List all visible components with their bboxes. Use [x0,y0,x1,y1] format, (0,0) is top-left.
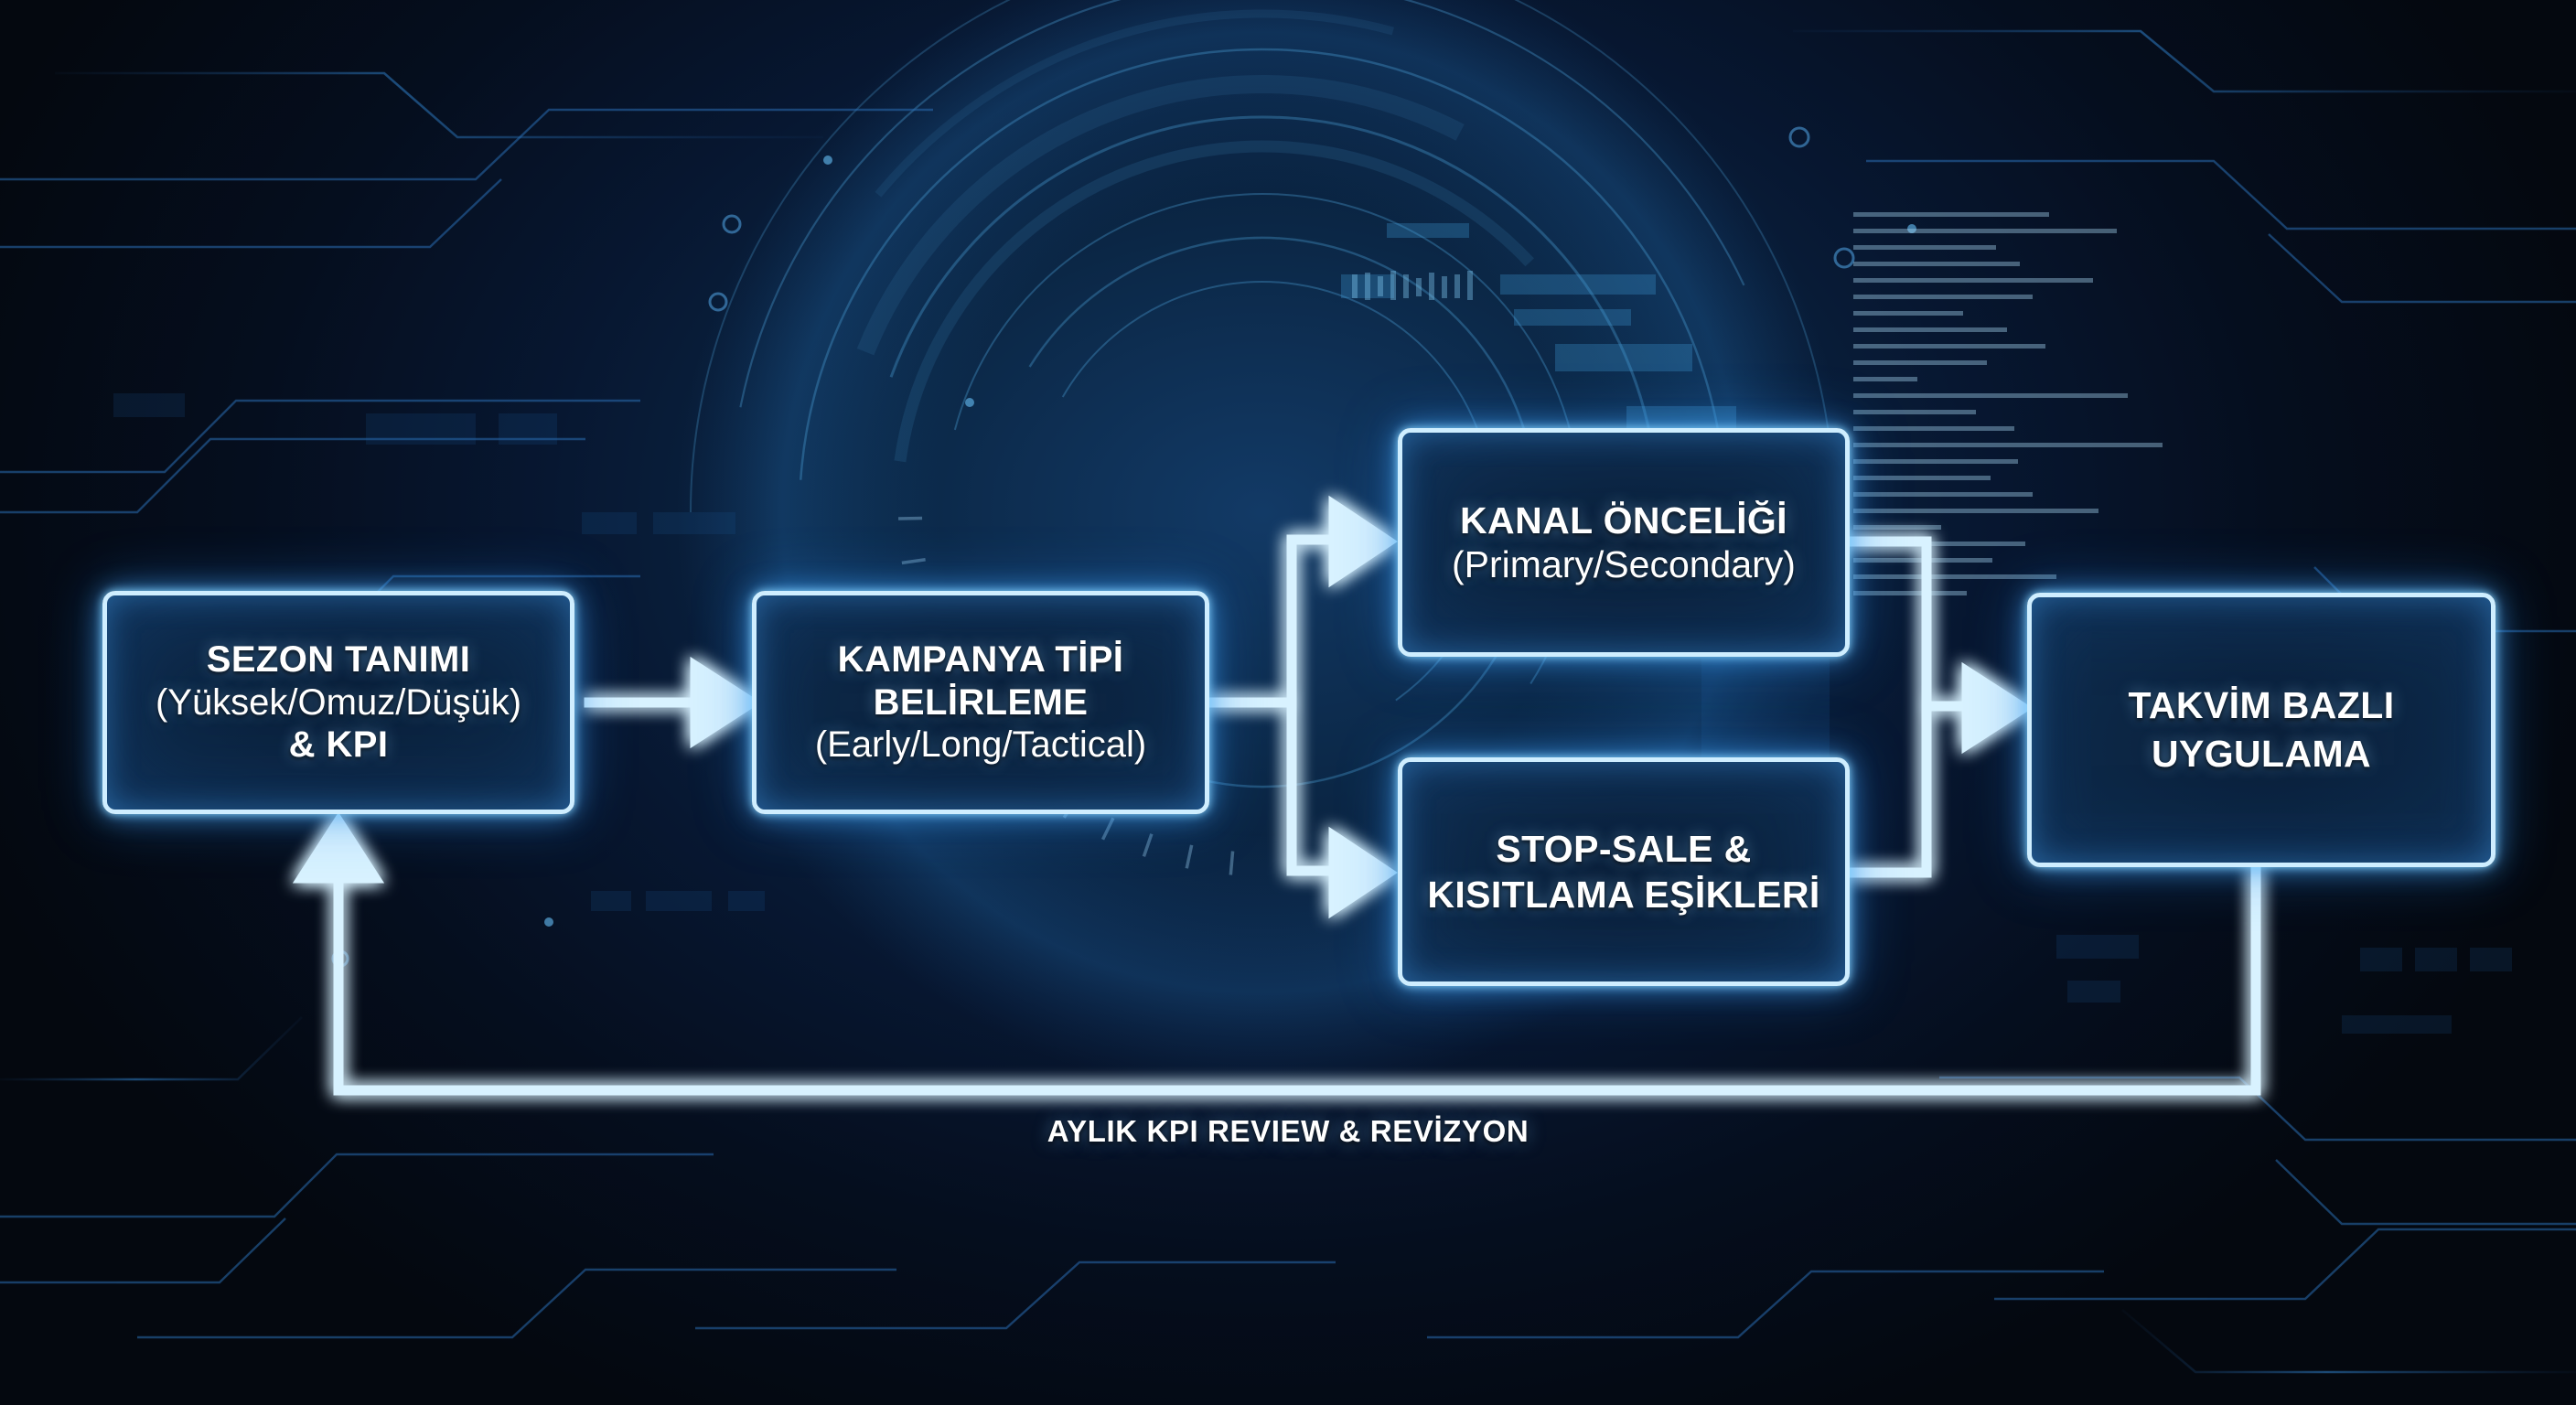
node-takvim-line-2: UYGULAMA [2151,733,2372,775]
feedback-loop-caption: AYLIK KPI REVIEW & REVİZYON [1046,1114,1530,1148]
node-kampanya-tipi-belirleme[interactable]: KAMPANYA TİPİ BELİRLEME (Early/Long/Tact… [752,591,1209,814]
node-kampanya-line-2: BELİRLEME [873,681,1089,723]
node-stopsale-line-2: KISITLAMA EŞİKLERİ [1427,874,1820,916]
node-takvim-bazli-uygulama[interactable]: TAKVİM BAZLI UYGULAMA [2027,593,2496,867]
node-kanal-line-2: (Primary/Secondary) [1452,543,1796,585]
node-sezon-tanimi[interactable]: SEZON TANIMI (Yüksek/Omuz/Düşük) & KPI [102,591,574,814]
node-stopsale-line-1: STOP-SALE & [1496,827,1752,870]
node-kanal-line-1: KANAL ÖNCELİĞİ [1460,499,1787,542]
node-stop-sale-kisitlama[interactable]: STOP-SALE & KISITLAMA EŞİKLERİ [1398,757,1850,986]
node-sezon-line-3: & KPI [288,724,389,766]
node-kanal-onceligi[interactable]: KANAL ÖNCELİĞİ (Primary/Secondary) [1398,428,1850,657]
node-kampanya-line-1: KAMPANYA TİPİ [837,638,1124,680]
node-sezon-line-2: (Yüksek/Omuz/Düşük) [155,681,522,723]
node-sezon-line-1: SEZON TANIMI [206,638,471,680]
node-takvim-line-1: TAKVİM BAZLI [2128,683,2395,726]
node-kampanya-line-3: (Early/Long/Tactical) [814,724,1147,766]
